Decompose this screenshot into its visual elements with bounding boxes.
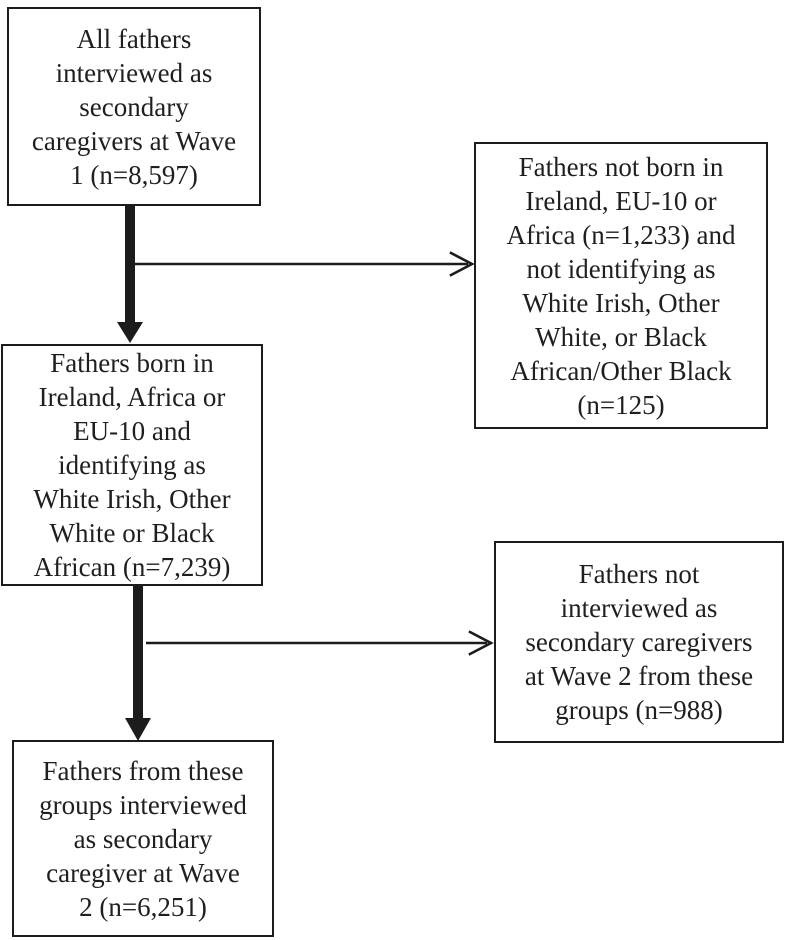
box-eligible-groups-text: Fathers born in Ireland, Africa or EU-10… — [33, 348, 231, 582]
box-wave2-final-text: Fathers from these groups interviewed as… — [39, 755, 247, 922]
box-wave1-all-fathers-text: All fathers interviewed as secondary car… — [31, 23, 237, 190]
box-excluded-wave1-text: Fathers not born in Ireland, EU-10 or Af… — [506, 151, 736, 420]
box-excluded-wave1: Fathers not born in Ireland, EU-10 or Af… — [474, 142, 768, 429]
arrow-branch-to-excluded-wave1 — [134, 251, 475, 277]
box-eligible-groups: Fathers born in Ireland, Africa or EU-10… — [1, 344, 263, 586]
box-excluded-wave2-text: Fathers not interviewed as secondary car… — [524, 559, 754, 725]
box-excluded-wave2: Fathers not interviewed as secondary car… — [494, 541, 784, 743]
box-wave1-all-fathers: All fathers interviewed as secondary car… — [7, 7, 261, 206]
arrow-wave1-to-eligible — [117, 204, 143, 343]
box-wave2-final: Fathers from these groups interviewed as… — [12, 740, 274, 937]
arrow-eligible-to-wave2final — [125, 585, 151, 741]
arrow-branch-to-excluded-wave2 — [146, 630, 494, 656]
